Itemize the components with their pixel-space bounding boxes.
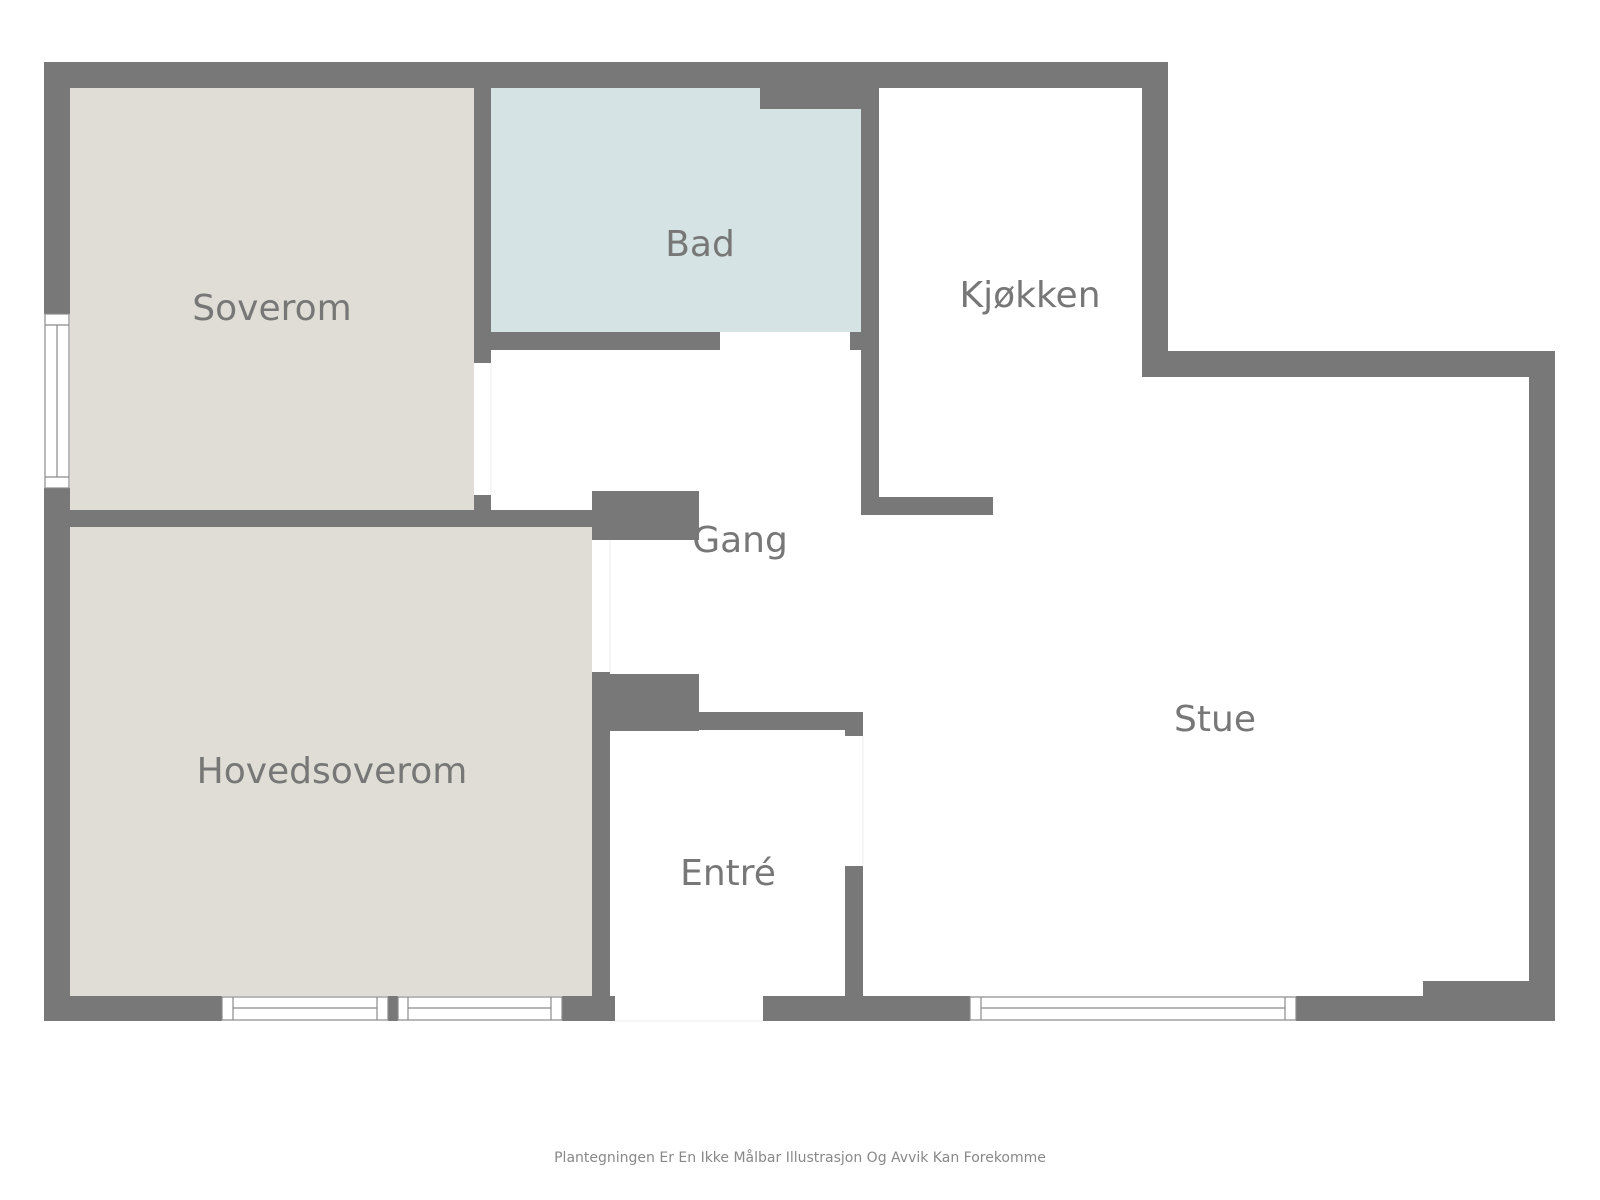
room-label-kjokken: Kjøkken xyxy=(959,275,1101,316)
room-label-stue: Stue xyxy=(1174,699,1256,740)
floors xyxy=(70,88,861,996)
windows xyxy=(44,313,1297,1021)
room-label-entre: Entré xyxy=(680,853,776,894)
window-hovedsoverom-1 xyxy=(221,996,389,1021)
room-label-gang: Gang xyxy=(692,520,788,561)
floor-bad xyxy=(491,88,861,332)
room-label-bad: Bad xyxy=(665,224,735,265)
disclaimer-text: Plantegningen Er En Ikke Målbar Illustra… xyxy=(554,1150,1046,1166)
floor-hovedsoverom xyxy=(70,527,592,996)
room-label-hovedsoverom: Hovedsoverom xyxy=(196,751,468,792)
window-stue xyxy=(969,996,1297,1021)
door-openings xyxy=(490,363,864,1022)
floor-soverom xyxy=(70,88,474,510)
window-hovedsoverom-2 xyxy=(397,996,563,1021)
window-soverom xyxy=(44,313,70,489)
room-label-soverom: Soverom xyxy=(192,288,352,329)
walls xyxy=(44,62,1555,1021)
